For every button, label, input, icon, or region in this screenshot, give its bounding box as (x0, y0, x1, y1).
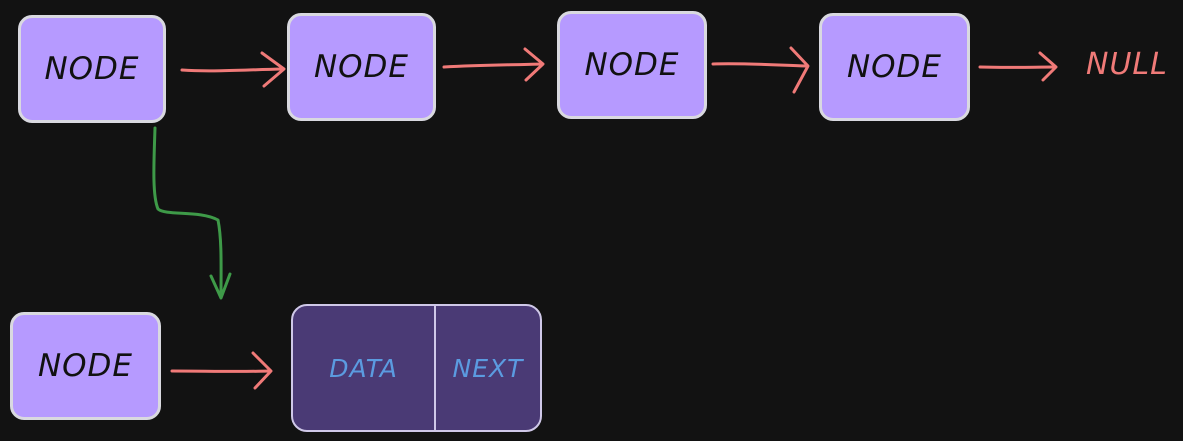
node-5: NODE (10, 312, 161, 420)
node-3: NODE (557, 11, 707, 119)
node-2-label: NODE (313, 49, 410, 85)
arrow-node5-to-struct (170, 351, 273, 390)
null-terminal: NULL (1086, 47, 1168, 82)
arrow-expand-node-green (152, 126, 232, 300)
arrow-node2-to-node3 (442, 47, 545, 82)
node-4-label: NODE (846, 49, 943, 85)
struct-next-field: NEXT (436, 306, 540, 430)
struct-next-label: NEXT (452, 353, 524, 383)
node-3-label: NODE (584, 47, 680, 83)
node-struct: DATA NEXT (291, 304, 542, 432)
node-1-label: NODE (44, 51, 140, 87)
struct-data-label: DATA (329, 353, 398, 383)
node-2: NODE (287, 13, 436, 121)
struct-divider (434, 306, 436, 430)
node-1: NODE (18, 15, 166, 123)
arrow-node4-to-null (978, 51, 1058, 82)
node-4: NODE (819, 13, 970, 121)
arrow-node1-to-node2 (180, 51, 286, 88)
struct-data-field: DATA (293, 306, 434, 430)
arrow-node3-to-node4 (711, 46, 810, 94)
node-5-label: NODE (37, 348, 134, 384)
